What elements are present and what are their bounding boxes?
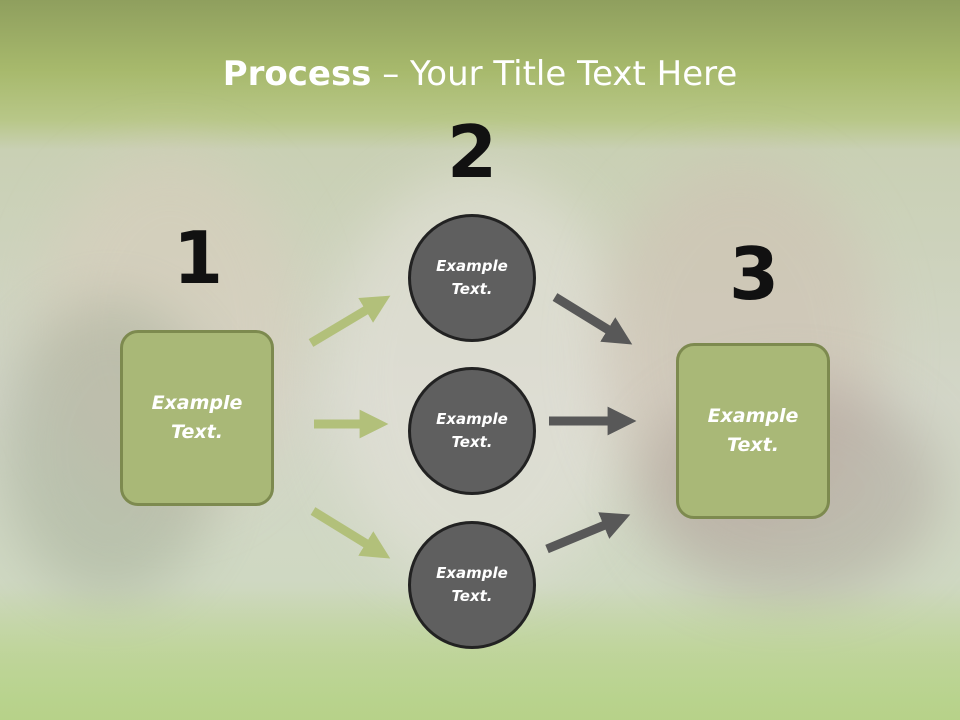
step-1-text: Example Text. [151,392,243,443]
step-1-box: Example Text. [120,330,274,506]
title-bold: Process [222,54,372,94]
step-2-circle-2: Example Text. [408,367,536,495]
arrow-from-circle-3 [545,512,631,554]
step-3-text: Example Text. [707,405,799,456]
step-number-3: 3 [728,232,780,316]
step-2-circle-3-text: Example Text. [436,564,508,605]
title-rest: – Your Title Text Here [371,54,738,94]
step-2-circle-1: Example Text. [408,214,536,342]
step-number-2: 2 [446,110,498,194]
step-2-circle-3: Example Text. [408,521,536,649]
arrow-from-circle-1 [552,293,633,345]
step-3-box: Example Text. [676,343,830,519]
arrow-to-circle-1 [308,295,391,347]
step-2-circle-2-text: Example Text. [436,410,508,451]
step-2-circle-1-text: Example Text. [436,257,508,298]
slide-title: Process – Your Title Text Here [0,52,960,96]
step-number-1: 1 [172,216,224,300]
arrow-to-circle-3 [310,507,391,559]
